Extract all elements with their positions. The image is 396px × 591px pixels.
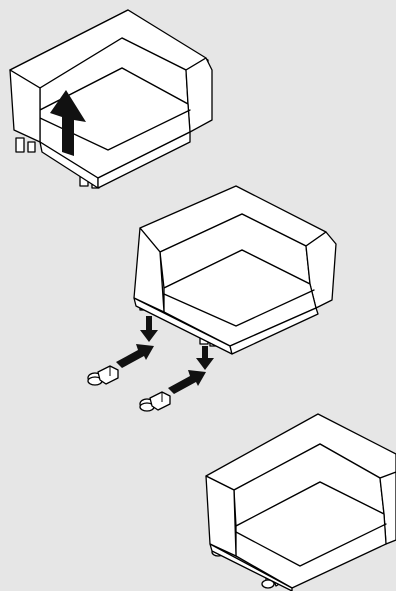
- step-1-lift-sofa: [9, 9, 213, 189]
- arrow-down-icon: [140, 316, 158, 342]
- arrow-up-icon: [50, 90, 86, 156]
- arrow-down-icon: [196, 346, 214, 370]
- arrow-right-icon: [116, 344, 154, 368]
- step-2-insert-glides: [87, 185, 337, 412]
- step-3-finished: [205, 413, 396, 591]
- arrow-right-icon: [168, 370, 206, 394]
- glide-foot-icon: [139, 391, 171, 412]
- glide-foot-icon: [87, 365, 119, 386]
